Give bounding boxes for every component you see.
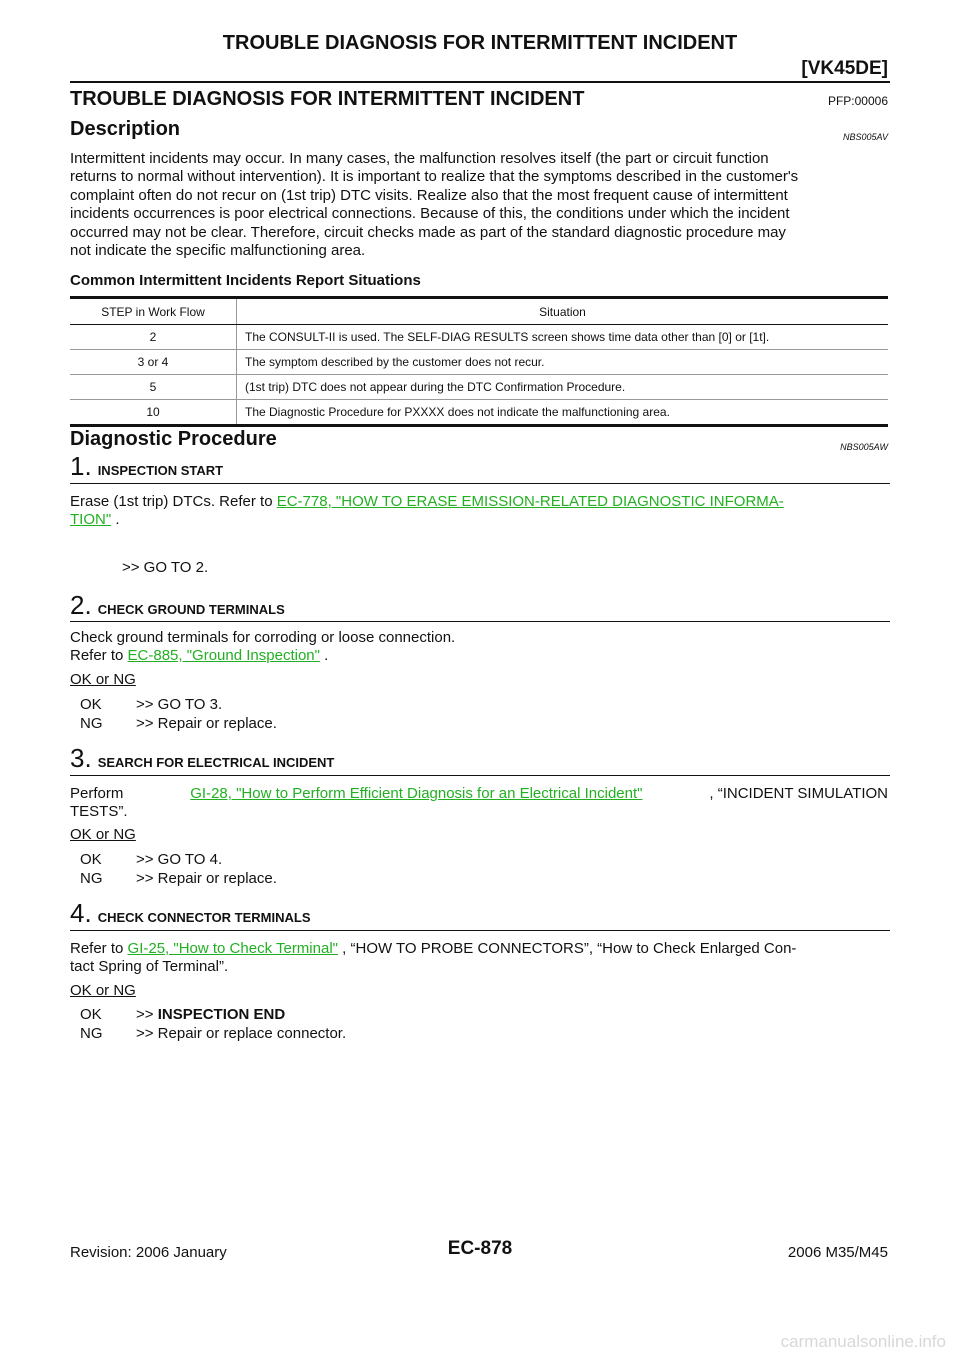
engine-code: [VK45DE] xyxy=(801,58,888,79)
check-terminal-link[interactable]: GI-25, "How to Check Terminal" xyxy=(127,940,338,957)
description-line: incidents occurrences is poor electrical… xyxy=(70,205,790,223)
step-3-heading: 3. SEARCH FOR ELECTRICAL INCIDENT xyxy=(70,743,334,774)
step-2-heading: 2. CHECK GROUND TERMINALS xyxy=(70,590,285,621)
step-number: 2. xyxy=(70,590,92,620)
table-row: 5 (1st trip) DTC does not appear during … xyxy=(70,374,888,400)
revision-date: Revision: 2006 January xyxy=(70,1244,227,1261)
cell-situation: The symptom described by the customer do… xyxy=(236,349,888,375)
erase-dtc-link[interactable]: EC-778, "HOW TO ERASE EMISSION-RELATED D… xyxy=(276,493,784,510)
step-1-heading: 1. INSPECTION START xyxy=(70,451,223,482)
step-1-result: >> GO TO 2. xyxy=(122,559,209,576)
step-title: CHECK CONNECTOR TERMINALS xyxy=(97,910,311,925)
step-title: CHECK GROUND TERMINALS xyxy=(97,602,285,617)
step-number: 3. xyxy=(70,743,92,773)
cell-situation: The CONSULT-II is used. The SELF-DIAG RE… xyxy=(236,324,888,350)
step-2-text: Check ground terminals for corroding or … xyxy=(70,629,456,664)
cell-step: 5 xyxy=(70,374,237,400)
table-row: 2 The CONSULT-II is used. The SELF-DIAG … xyxy=(70,324,888,350)
pfp-code: PFP:00006 xyxy=(827,94,888,108)
step-2-results: OK>> GO TO 3. NG>> Repair or replace. xyxy=(80,696,277,732)
ground-inspection-link[interactable]: EC-885, "Ground Inspection" xyxy=(127,647,320,664)
description-code: NBS005AV xyxy=(842,132,888,142)
step-rule xyxy=(70,483,890,484)
cell-situation: The Diagnostic Procedure for PXXXX does … xyxy=(236,399,888,427)
step-3-results: OK>> GO TO 4. NG>> Repair or replace. xyxy=(80,851,277,887)
column-header-step: STEP in Work Flow xyxy=(70,296,237,325)
step-rule xyxy=(70,775,890,776)
step-number: 4. xyxy=(70,898,92,928)
running-header-title: TROUBLE DIAGNOSIS FOR INTERMITTENT INCID… xyxy=(222,32,738,54)
cell-step: 3 or 4 xyxy=(70,349,237,375)
situations-table: STEP in Work Flow Situation 2 The CONSUL… xyxy=(70,296,888,427)
model-name: 2006 M35/M45 xyxy=(787,1244,888,1261)
inspection-end-label: INSPECTION END xyxy=(157,1006,286,1023)
table-row: 3 or 4 The symptom described by the cust… xyxy=(70,349,888,375)
step-title: INSPECTION START xyxy=(97,463,224,478)
description-line: returns to normal without intervention).… xyxy=(70,168,799,186)
header-rule xyxy=(70,81,890,83)
description-text: Intermittent incidents may occur. In man… xyxy=(70,150,888,260)
step-3-text: Perform GI-28, "How to Perform Efficient… xyxy=(70,785,888,820)
description-line: Intermittent incidents may occur. In man… xyxy=(70,150,769,167)
step-1-text: Erase (1st trip) DTCs. Refer to EC-778, … xyxy=(70,493,784,528)
step-4-text: Refer to GI-25, "How to Check Terminal" … xyxy=(70,940,797,975)
ok-or-ng-label: OK or NG xyxy=(70,982,136,999)
situations-title: Common Intermittent Incidents Report Sit… xyxy=(70,272,421,289)
table-header-row: STEP in Work Flow Situation xyxy=(70,296,888,325)
cell-step: 2 xyxy=(70,324,237,350)
diagnostic-code: NBS005AW xyxy=(840,442,888,452)
step-rule xyxy=(70,621,890,622)
cell-situation: (1st trip) DTC does not appear during th… xyxy=(236,374,888,400)
ok-or-ng-label: OK or NG xyxy=(70,671,136,688)
step-rule xyxy=(70,930,890,931)
step-title: SEARCH FOR ELECTRICAL INCIDENT xyxy=(97,755,335,770)
step-4-heading: 4. CHECK CONNECTOR TERMINALS xyxy=(70,898,311,929)
page-title: TROUBLE DIAGNOSIS FOR INTERMITTENT INCID… xyxy=(70,88,585,110)
description-line: complaint often do not recur on (1st tri… xyxy=(70,186,788,204)
ok-or-ng-label: OK or NG xyxy=(70,826,136,843)
description-line: occurred may not be clear. Therefore, ci… xyxy=(70,223,786,241)
column-header-situation: Situation xyxy=(236,296,888,325)
cell-step: 10 xyxy=(70,399,237,427)
erase-dtc-link-cont[interactable]: TION" xyxy=(70,511,112,528)
electrical-incident-link[interactable]: GI-28, "How to Perform Efficient Diagnos… xyxy=(190,785,643,802)
table-row: 10 The Diagnostic Procedure for PXXXX do… xyxy=(70,399,888,427)
description-heading: Description xyxy=(70,118,181,140)
step-4-results: OK>> INSPECTION END NG>> Repair or repla… xyxy=(80,1006,347,1042)
step-number: 1. xyxy=(70,451,92,481)
diagnostic-heading: Diagnostic Procedure xyxy=(70,428,277,450)
watermark: carmanualsonline.info xyxy=(780,1332,946,1351)
page-number: EC-878 xyxy=(447,1238,513,1259)
description-line: not indicate the specific malfunctioning… xyxy=(70,242,366,260)
